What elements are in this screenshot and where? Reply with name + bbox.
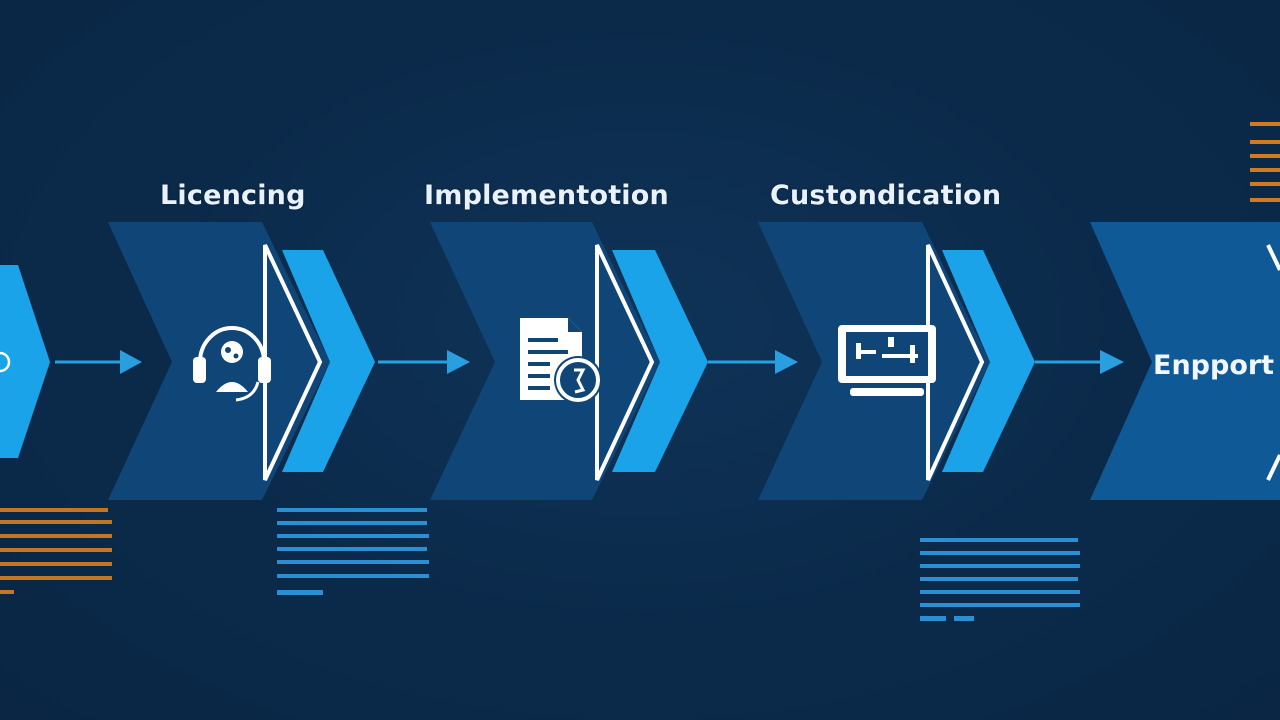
decor-blue-lines-1 bbox=[277, 508, 429, 595]
headset-icon bbox=[193, 326, 271, 402]
chevron-partial-left bbox=[0, 265, 50, 458]
connector-arrow-4 bbox=[1035, 350, 1124, 374]
step-2-title: Implementotion bbox=[424, 180, 669, 211]
step-4-inner-label: Enpport bbox=[1153, 350, 1275, 381]
step-1-chevron bbox=[108, 222, 375, 500]
monitor-icon bbox=[838, 325, 936, 396]
step-1-title: Licencing bbox=[160, 180, 306, 211]
decor-blue-lines-2 bbox=[920, 538, 1080, 621]
connector-arrow-1 bbox=[55, 350, 142, 374]
document-icon bbox=[520, 318, 602, 404]
decor-orange-lines-left bbox=[0, 508, 112, 594]
decor-orange-lines-top bbox=[1250, 122, 1280, 202]
connector-arrow-3 bbox=[708, 350, 798, 374]
step-3-title: Custondication bbox=[770, 180, 1002, 211]
connector-arrow-2 bbox=[378, 350, 470, 374]
step-4-chevron bbox=[1090, 222, 1280, 500]
